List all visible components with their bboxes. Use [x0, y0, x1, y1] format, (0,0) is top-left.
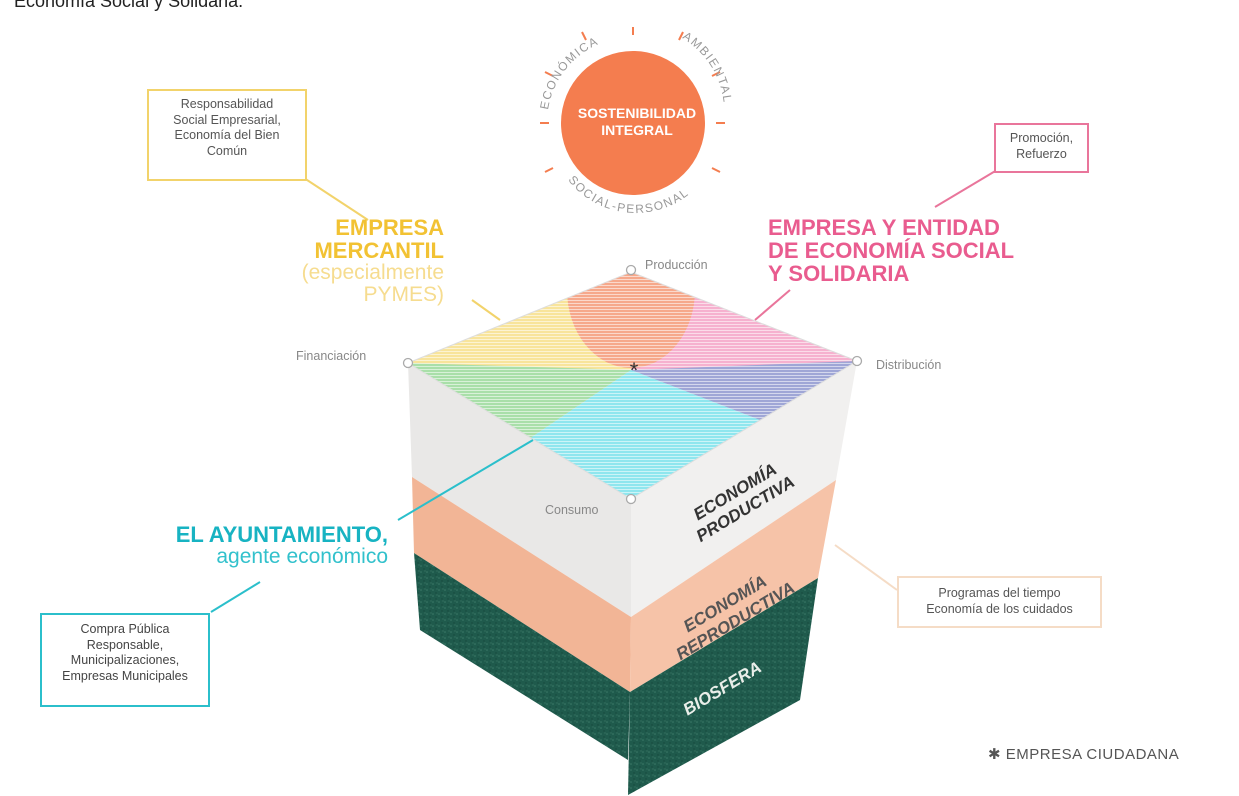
left-face-biosfera: [414, 553, 630, 760]
connector-reproductiva-note: [834, 544, 898, 591]
agent-mercantil-title-1: EMPRESA: [335, 215, 444, 240]
node-financiacion: [402, 357, 414, 369]
agent-social-line-3: Y SOLIDARIA: [768, 261, 910, 287]
sun-title-1: SOSTENIBILIDAD: [578, 105, 696, 121]
center-asterisk: *: [630, 358, 639, 383]
right-face-reproductiva: [630, 480, 836, 692]
agent-ayuntamiento-title: EL AYUNTAMIENTO,: [175, 522, 388, 547]
agent-mercantil-sub-1: (especialmente: [301, 261, 444, 285]
note-line: Responsabilidad: [180, 97, 274, 111]
legend-empresa-ciudadana: ✱ EMPRESA CIUDADANA: [988, 746, 1180, 763]
note-line: Programas del tiempo: [938, 586, 1061, 600]
sun-circle: [561, 51, 705, 195]
connector-ayto-note: [210, 581, 261, 613]
connector-mercantil-cube: [471, 299, 501, 321]
connector-social-note: [934, 169, 998, 208]
agent-social-line-2: DE ECONOMÍA SOCIAL: [768, 238, 1015, 264]
node-distribucion: [851, 355, 863, 367]
note-social: Promoción, Refuerzo: [994, 123, 1089, 173]
note-line: Empresas Municipales: [62, 668, 188, 683]
top-caption: Economía Social y Solidaria.: [14, 0, 244, 11]
note-line: Compra Pública: [80, 622, 170, 636]
agent-social: EMPRESA Y ENTIDAD DE ECONOMÍA SOCIAL Y S…: [768, 216, 1014, 285]
agent-mercantil-title-2: MERCANTIL: [314, 238, 444, 264]
connector-mercantil-note: [303, 177, 369, 221]
note-line: Social Empresarial,: [173, 112, 281, 127]
note-line: Refuerzo: [1016, 146, 1067, 161]
connector-social-cube: [754, 289, 791, 321]
note-ayuntamiento: Compra Pública Responsable, Municipaliza…: [40, 613, 210, 707]
left-face-reproductiva: [412, 477, 631, 692]
node-produccion: [625, 264, 637, 276]
corner-financiacion: Financiación: [296, 349, 367, 363]
note-line: Economía de los cuidados: [926, 601, 1073, 616]
agent-mercantil-sub-2: PYMES): [363, 283, 444, 307]
sun-title-2: INTEGRAL: [601, 122, 673, 138]
agent-ayuntamiento: EL AYUNTAMIENTO, agente económico: [176, 523, 388, 568]
connector-ayto-cube: [397, 439, 534, 521]
agent-mercantil: EMPRESA MERCANTIL (especialmente PYMES): [302, 216, 444, 306]
corner-produccion: Producción: [645, 258, 708, 272]
note-reproductiva: Programas del tiempo Economía de los cui…: [897, 576, 1102, 628]
note-line: Economía del Bien: [174, 128, 280, 143]
corner-consumo: Consumo: [545, 503, 599, 517]
note-line: Responsable,: [86, 637, 164, 652]
note-line: Común: [206, 143, 248, 158]
corner-distribucion: Distribución: [876, 358, 942, 372]
node-consumo: [625, 493, 637, 505]
agent-ayuntamiento-sub: agente económico: [216, 545, 388, 569]
sun-rays: [540, 27, 725, 173]
note-line: Promoción,: [1009, 131, 1074, 145]
agent-social-line-1: EMPRESA Y ENTIDAD: [768, 215, 1000, 240]
right-face-biosfera: [628, 578, 818, 795]
note-line: Municipalizaciones,: [70, 653, 180, 668]
right-face-productiva: [631, 361, 857, 617]
note-mercantil: Responsabilidad Social Empresarial, Econ…: [147, 89, 307, 181]
left-face-productiva: [408, 363, 631, 617]
